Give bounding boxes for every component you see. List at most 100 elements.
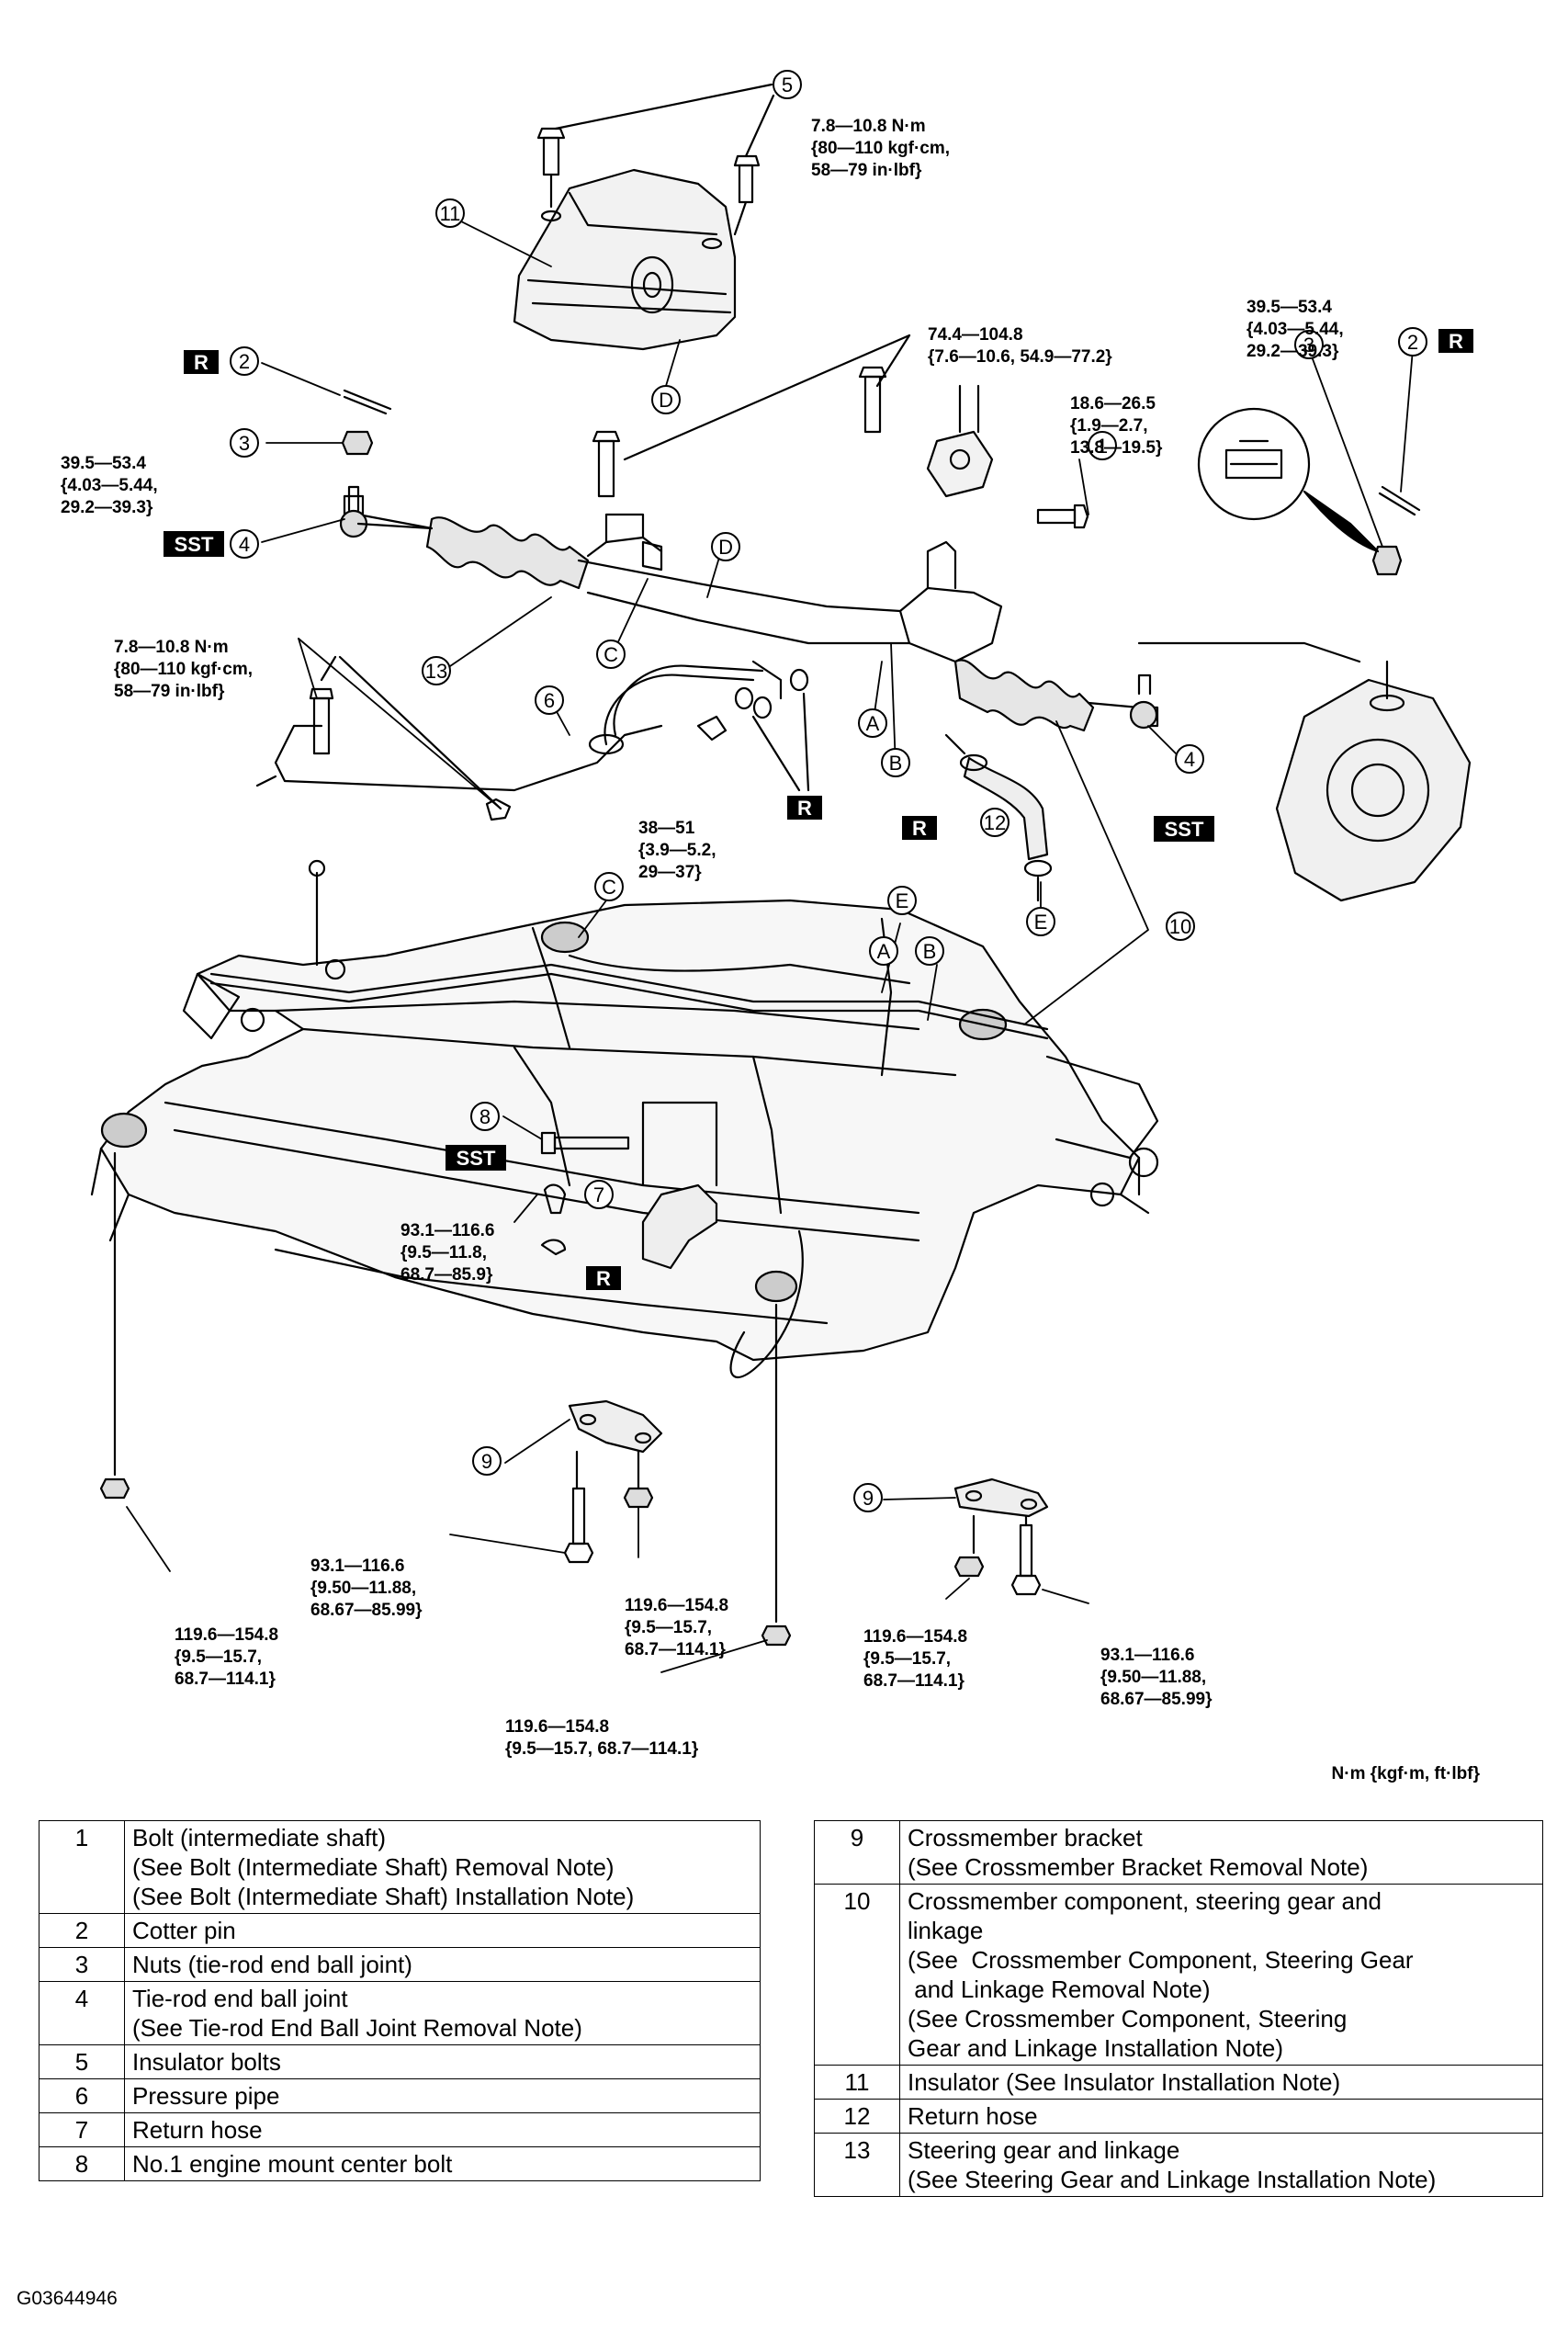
part-description: Crossmember bracket(See Crossmember Brac… bbox=[899, 1820, 1543, 1885]
part-description-line: Insulator (See Insulator Installation No… bbox=[908, 2068, 1341, 2096]
torque-banjo-bolt: 38—51{3.9—5.2,29—37} bbox=[638, 819, 716, 882]
part-description: Bolt (intermediate shaft) (See Bolt (Inte… bbox=[124, 1820, 761, 1914]
tag-sst-8: SST bbox=[457, 1147, 496, 1170]
callout-3-right: 3 bbox=[1303, 334, 1314, 357]
callout-2-left: 2 bbox=[239, 350, 250, 373]
part-description-line: linkage bbox=[908, 1917, 984, 1944]
torque-engine-mount-bolt: 93.1—116.6{9.5—11.8,68.7—85.9} bbox=[400, 1221, 495, 1285]
callout-7: 7 bbox=[593, 1183, 604, 1206]
part-description: Insulator (See Insulator Installation No… bbox=[899, 2065, 1543, 2100]
part-description-line: Nuts (tie-rod end ball joint) bbox=[132, 1951, 412, 1978]
parts-table-left: 1 Bolt (intermediate shaft) (See Bolt (Int… bbox=[39, 1820, 761, 2181]
torque-front-left-nut: 119.6—154.8{9.5—15.7,68.7—114.1} bbox=[175, 1625, 279, 1689]
callout-13: 13 bbox=[425, 660, 447, 683]
torque-bracket-bolt-right: 93.1—116.6{9.50—11.88,68.67—85.99} bbox=[1100, 1646, 1213, 1709]
callout-c1: C bbox=[604, 643, 618, 666]
torque-rear-center-nut: 119.6—154.8{9.5—15.7, 68.7—114.1} bbox=[505, 1717, 699, 1759]
part-description-line: Insulator bolts bbox=[132, 2048, 281, 2076]
rack-bolts-drawing bbox=[592, 334, 911, 498]
parts-row: 1 Bolt (intermediate shaft) (See Bolt (Int… bbox=[39, 1820, 761, 1914]
tie-rod-end-left-drawing bbox=[339, 389, 434, 538]
tag-sst-4-left: SST bbox=[175, 533, 214, 556]
callout-2-right: 2 bbox=[1407, 331, 1418, 354]
part-description: Cotter pin bbox=[124, 1913, 761, 1948]
parts-row: 3 Nuts (tie-rod end ball joint) bbox=[39, 1947, 761, 1982]
insulator-bolts-drawing bbox=[536, 83, 775, 236]
callout-4-right: 4 bbox=[1184, 748, 1195, 771]
callout-11: 11 bbox=[440, 202, 461, 225]
callout-5: 5 bbox=[782, 74, 793, 96]
part-number: 3 bbox=[39, 1947, 125, 1982]
tag-r-banjo: R bbox=[797, 797, 812, 820]
part-description: Return hose bbox=[124, 2112, 761, 2147]
part-description-line: Tie-rod end ball joint bbox=[132, 1985, 348, 2012]
part-description: Insulator bolts bbox=[124, 2044, 761, 2079]
tag-r-7: R bbox=[596, 1267, 611, 1290]
callout-6: 6 bbox=[544, 689, 555, 712]
part-description: No.1 engine mount center bolt bbox=[124, 2146, 761, 2181]
callout-c2: C bbox=[602, 876, 616, 899]
part-number: 6 bbox=[39, 2078, 125, 2113]
engine-mount-bolt-drawing bbox=[540, 1101, 718, 1270]
part-description-line: (See Crossmember Component, Steering Gea… bbox=[908, 1946, 1414, 1974]
part-number: 8 bbox=[39, 2146, 125, 2181]
part-description-line: Steering gear and linkage bbox=[908, 2136, 1180, 2164]
part-number: 10 bbox=[814, 1884, 900, 2066]
parts-row: 12 Return hose bbox=[814, 2099, 1543, 2134]
tag-r-12: R bbox=[912, 817, 927, 840]
steering-gear-drawing bbox=[356, 384, 1141, 732]
part-description-line: (See Crossmember Bracket Removal Note) bbox=[908, 1853, 1369, 1881]
exploded-parts-diagram: 5 11 D 2 3 4 1 3 2 13 C D 6 A B 4 12 E 1… bbox=[90, 70, 1473, 1673]
part-number: 1 bbox=[39, 1820, 125, 1914]
part-description-line: Gear and Linkage Installation Note) bbox=[908, 2034, 1284, 2062]
callout-e1: E bbox=[1034, 911, 1048, 934]
part-number: 9 bbox=[814, 1820, 900, 1885]
part-description-line: (See Bolt (Intermediate Shaft) Installat… bbox=[132, 1883, 635, 1910]
part-number: 11 bbox=[814, 2065, 900, 2100]
callout-b1: B bbox=[889, 752, 903, 775]
part-description-line: Cotter pin bbox=[132, 1917, 236, 1944]
tag-sst-4-right: SST bbox=[1165, 818, 1204, 841]
part-description-line: No.1 engine mount center bolt bbox=[132, 2150, 453, 2178]
callout-4-left: 4 bbox=[239, 533, 250, 556]
part-description-line: Return hose bbox=[132, 2116, 263, 2144]
tag-r-2-left: R bbox=[194, 351, 209, 374]
part-description-line: Crossmember bracket bbox=[908, 1824, 1143, 1851]
callout-1: 1 bbox=[1097, 435, 1108, 458]
callout-a1: A bbox=[866, 712, 880, 735]
part-description: Tie-rod end ball joint(See Tie-rod End B… bbox=[124, 1981, 761, 2045]
knuckle-drawing bbox=[1137, 641, 1472, 902]
part-description: Pressure pipe bbox=[124, 2078, 761, 2113]
callout-a2: A bbox=[877, 940, 891, 963]
part-description-line: (See Tie-rod End Ball Joint Removal Note… bbox=[132, 2014, 582, 2042]
crossmember-drawing bbox=[90, 859, 1159, 1378]
callout-9-left: 9 bbox=[481, 1450, 492, 1473]
part-number: 5 bbox=[39, 2044, 125, 2079]
callout-8: 8 bbox=[479, 1105, 491, 1128]
callout-b2: B bbox=[923, 940, 937, 963]
callout-d1: D bbox=[659, 389, 673, 412]
insulator-drawing bbox=[513, 168, 737, 351]
tag-r-2-right: R bbox=[1449, 330, 1463, 353]
crossmember-brackets-drawing bbox=[99, 1151, 1049, 1647]
tie-rod-end-right-drawing bbox=[1129, 407, 1421, 730]
callout-10: 10 bbox=[1169, 915, 1191, 938]
part-number: 7 bbox=[39, 2112, 125, 2147]
part-description: Nuts (tie-rod end ball joint) bbox=[124, 1947, 761, 1982]
part-description-line: Bolt (intermediate shaft) bbox=[132, 1824, 387, 1851]
part-number: 13 bbox=[814, 2133, 900, 2197]
torque-intermediate-shaft-bolt: 18.6—26.5{1.9—2.7,13.8—19.5} bbox=[1070, 394, 1163, 458]
torque-units-note: N·m {kgf·m, ft·lbf} bbox=[1331, 1764, 1480, 1783]
part-number: 12 bbox=[814, 2099, 900, 2134]
part-description-line: Return hose bbox=[908, 2102, 1038, 2130]
torque-bracket-bolt-left: 93.1—116.6{9.50—11.88,68.67—85.99} bbox=[310, 1557, 423, 1620]
part-description: Return hose bbox=[899, 2099, 1543, 2134]
